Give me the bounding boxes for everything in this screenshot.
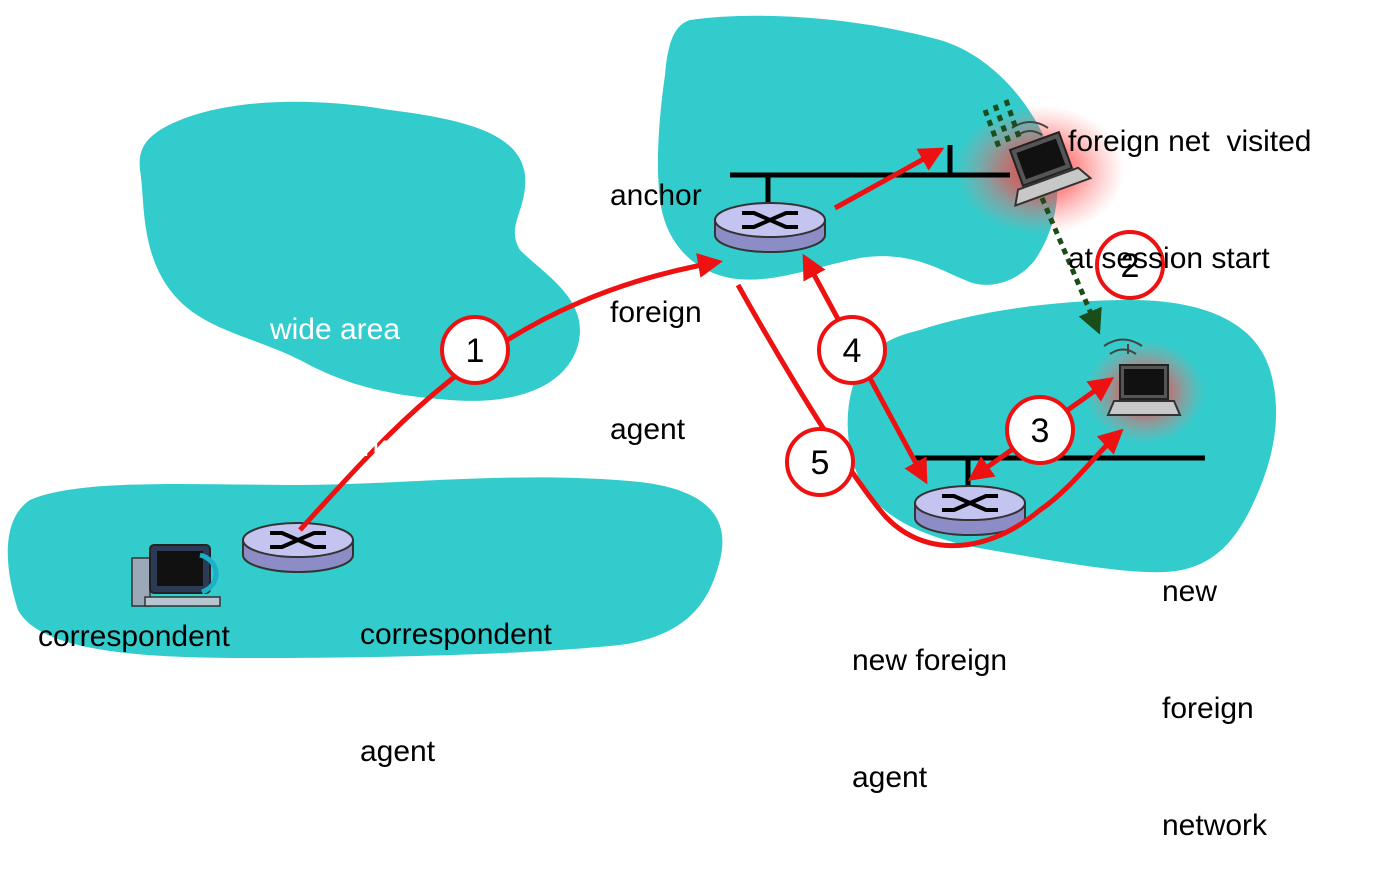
wide-area-label-line2: network xyxy=(282,430,388,463)
correspondent-agent-label: correspondent agent xyxy=(360,537,552,810)
home-network-cloud xyxy=(7,477,723,658)
laptop-icon xyxy=(1008,130,1093,208)
svg-text:3: 3 xyxy=(1031,412,1050,450)
wide-area-network-label: wide area network xyxy=(225,232,445,505)
anchor-net-label-line1: foreign net visited xyxy=(1068,125,1312,158)
diagram-canvas: 1 2 3 4 5 xyxy=(7,15,1277,658)
svg-text:1: 1 xyxy=(466,332,485,370)
desktop-computer-icon xyxy=(131,544,221,607)
router-icon xyxy=(914,485,1026,536)
correspondent-label: correspondent xyxy=(38,620,230,653)
step-circle-5: 5 xyxy=(785,427,855,497)
arrow-anchor-to-old xyxy=(833,147,945,211)
new-foreign-agent-label: new foreign agent xyxy=(852,563,1007,836)
step-circle-4: 4 xyxy=(817,315,887,385)
new-net-label-line1: new xyxy=(1162,575,1218,608)
correspondent-agent-label-line1: correspondent xyxy=(360,618,552,651)
wide-area-label-line1: wide area xyxy=(269,313,401,346)
new-net-label-line2: foreign xyxy=(1162,692,1254,725)
svg-text:5: 5 xyxy=(811,444,830,482)
step-circle-2: 2 xyxy=(1095,230,1165,300)
new-agent-label-line2: agent xyxy=(852,761,928,794)
svg-text:4: 4 xyxy=(843,332,862,370)
router-icon xyxy=(714,202,826,253)
step-circle-3: 3 xyxy=(1005,395,1075,465)
new-foreign-network-label: new foreign network xyxy=(1162,494,1267,884)
new-agent-label-line1: new foreign xyxy=(852,644,1008,677)
new-net-label-line3: network xyxy=(1162,809,1268,842)
anchor-agent-label-line2: foreign xyxy=(610,296,702,329)
step-circle-1: 1 xyxy=(440,315,510,385)
movement-arrow-2 xyxy=(1039,197,1102,335)
anchor-agent-label-line3: agent xyxy=(610,413,686,446)
svg-text:2: 2 xyxy=(1121,247,1140,285)
moving-path-dots xyxy=(982,99,1023,151)
arrow-5 xyxy=(735,283,1124,549)
anchor-lan-bus xyxy=(730,145,1010,205)
router-icon xyxy=(242,522,354,573)
anchor-agent-label-line1: anchor xyxy=(610,179,702,212)
anchor-agent-label: anchor foreign agent xyxy=(610,98,702,488)
wireless-waves-icon xyxy=(1103,338,1143,355)
correspondent-agent-label-line2: agent xyxy=(360,735,436,768)
anchor-network-label: foreign net visited at session start xyxy=(1068,44,1311,317)
anchor-net-label-line2: at session start xyxy=(1068,242,1270,275)
